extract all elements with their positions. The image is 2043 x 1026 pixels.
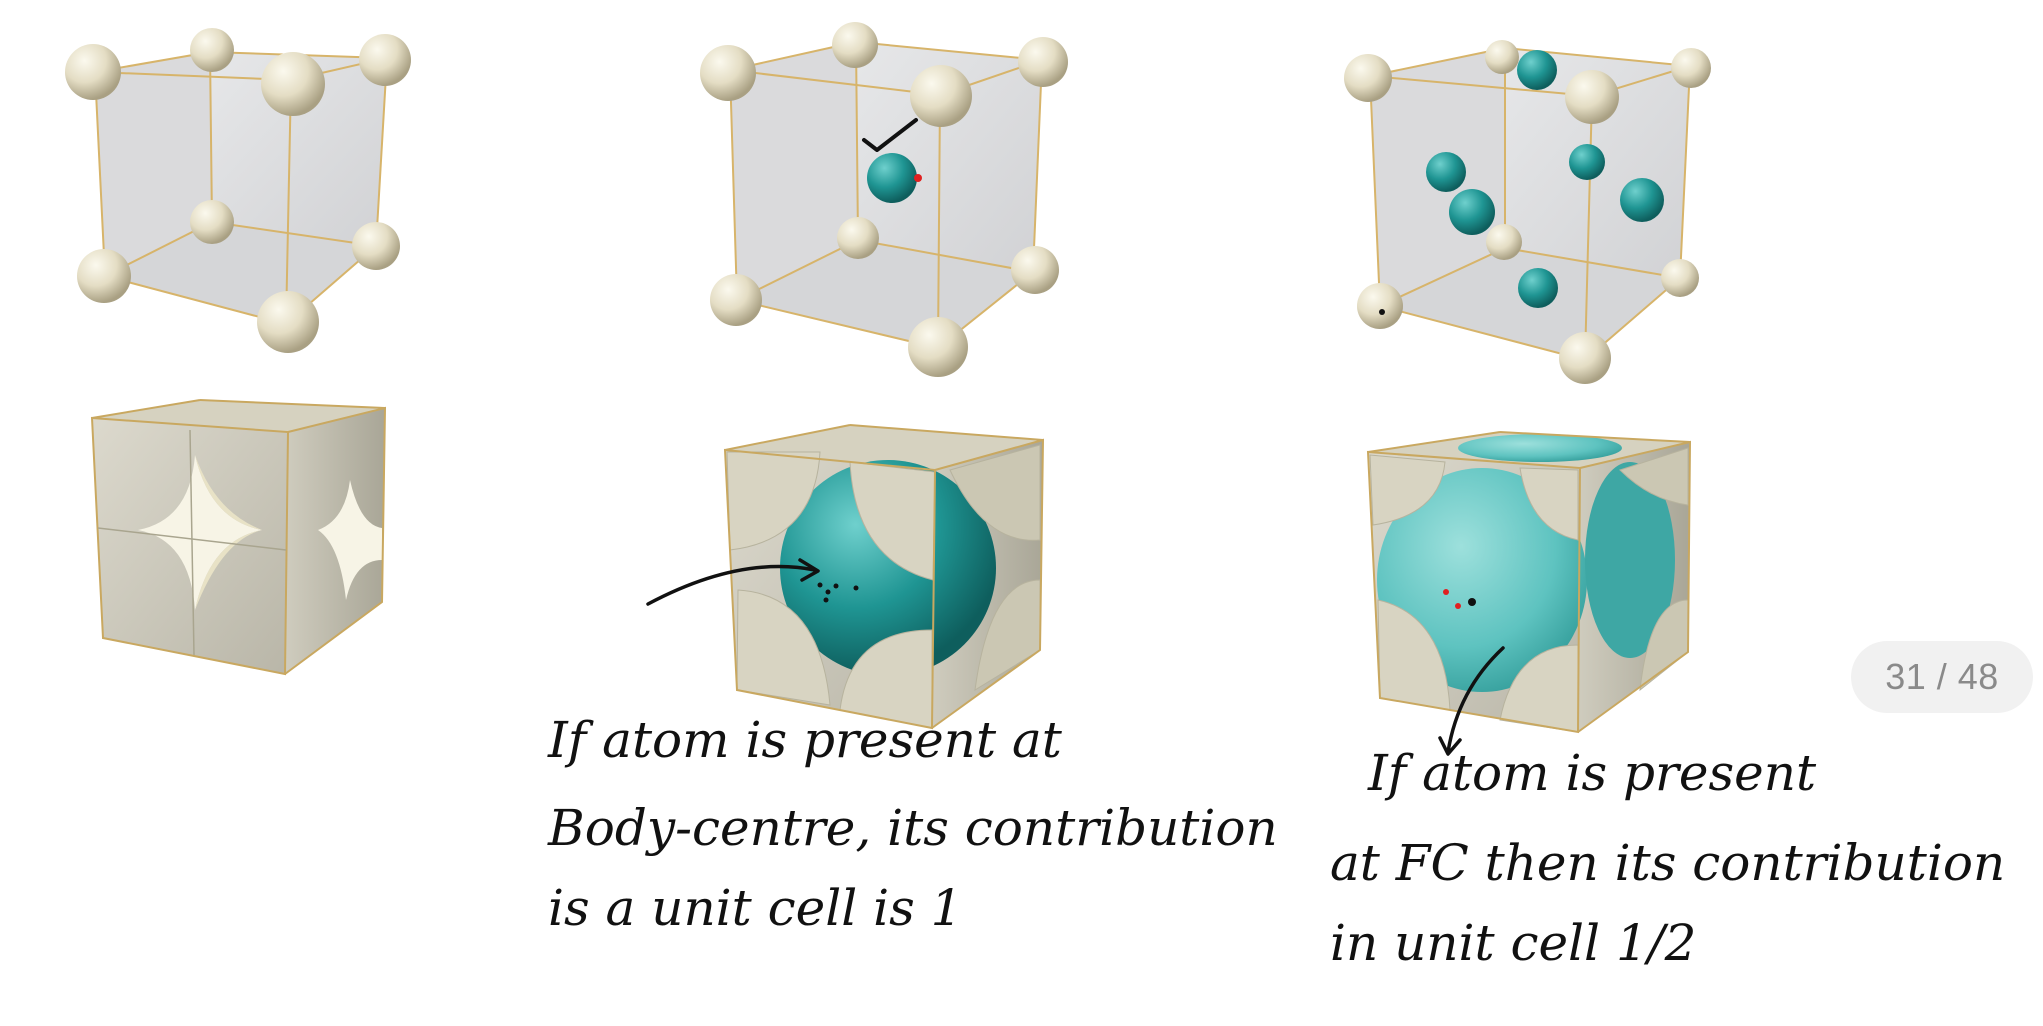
note-line: If atom is present at [547, 711, 1063, 769]
note-line: is a unit cell is 1 [548, 879, 962, 937]
note-line: If atom is present [1367, 744, 1817, 802]
simple-cubic-packing-model [90, 399, 387, 676]
corner-atom [1559, 332, 1611, 384]
corner-atom [710, 274, 762, 326]
bcc-packing-model [646, 424, 1045, 730]
corner-atom [77, 249, 131, 303]
face-centre-atom [1569, 144, 1605, 180]
face-centre-atom [1458, 434, 1622, 462]
corner-segment [849, 461, 936, 581]
packing-top-face [92, 400, 385, 432]
corner-atom [1671, 48, 1711, 88]
corner-atom [908, 317, 968, 377]
packing-seam [97, 527, 287, 551]
arrow-icon [646, 564, 817, 606]
face-centre-atom [1620, 178, 1664, 222]
corner-atom [261, 52, 325, 116]
corner-segment [1499, 644, 1579, 733]
packing-top-face [725, 425, 1043, 470]
face-centre-atom [1518, 268, 1558, 308]
body-centre-atom [780, 460, 996, 676]
face-centre-atom [1449, 189, 1495, 235]
corner-segment [1639, 599, 1689, 692]
corner-atom [1344, 54, 1392, 102]
fcc-model [1344, 40, 1711, 384]
corner-atom [910, 65, 972, 127]
corner-atom [1486, 224, 1522, 260]
page-indicator: 31 / 48 [1851, 641, 2033, 713]
corner-segment [1369, 454, 1446, 526]
corner-segment [949, 444, 1041, 541]
packing-void [318, 480, 382, 600]
corner-atom [700, 45, 756, 101]
cube-bottom-face [105, 222, 376, 324]
corner-atom [1011, 246, 1059, 294]
corner-segment [726, 451, 821, 551]
cube-edges [723, 424, 1045, 730]
simple-cubic-model [65, 28, 411, 353]
cube-bottom-face [737, 240, 1033, 348]
fcc-handwritten-note: If atom is present at FC then its contri… [1330, 744, 2005, 972]
corner-atom [832, 22, 878, 68]
face-centre-atom [1426, 152, 1466, 192]
note-line: at FC then its contribution [1330, 834, 2005, 892]
highlight-dot [914, 174, 922, 182]
corner-atom [1565, 70, 1619, 124]
arrow-icon [1446, 646, 1505, 754]
corner-atom [1485, 40, 1519, 74]
corner-atom [352, 222, 400, 270]
corner-segment [839, 629, 933, 729]
cube-back-face [856, 42, 1042, 272]
fcc-packing-model [1366, 431, 1692, 756]
bcc-handwritten-note: If atom is present at Body-centre, its c… [547, 711, 1278, 937]
corner-atom [359, 34, 411, 86]
corner-atom [190, 28, 234, 72]
packing-void [138, 455, 262, 610]
face-centre-atom [1517, 50, 1557, 90]
corner-atom [1661, 259, 1699, 297]
corner-atom [190, 200, 234, 244]
arrow-head [1438, 736, 1462, 756]
cube-left-face [95, 52, 212, 276]
corner-atom [257, 291, 319, 353]
arrow-head [798, 558, 820, 582]
highlight-dot [1443, 589, 1449, 595]
cube-back-face [210, 52, 387, 246]
bcc-model [700, 22, 1068, 377]
corner-segment [974, 579, 1041, 691]
corner-segment [1619, 447, 1689, 506]
corner-segment [736, 589, 831, 706]
corner-segment [1519, 467, 1579, 541]
cube-edges [90, 399, 387, 676]
corner-atom [1018, 37, 1068, 87]
corner-atom [837, 217, 879, 259]
corner-segment [1377, 599, 1451, 711]
note-line: in unit cell 1/2 [1330, 914, 1696, 972]
check-mark-icon [862, 118, 918, 152]
annotation-dot [1468, 598, 1476, 606]
annotation-dots [817, 582, 859, 603]
highlight-dot [1455, 603, 1461, 609]
packing-seam [189, 429, 195, 656]
corner-atom [65, 44, 121, 100]
cube-left-face [730, 42, 858, 300]
cube-edges [1366, 431, 1692, 734]
note-line: Body-centre, its contribution [547, 799, 1278, 857]
annotation-dot [1379, 309, 1385, 315]
corner-atom [1357, 283, 1403, 329]
face-centre-atom [1585, 462, 1675, 658]
body-centre-atom [867, 153, 917, 203]
packing-void-shadow [195, 455, 262, 610]
